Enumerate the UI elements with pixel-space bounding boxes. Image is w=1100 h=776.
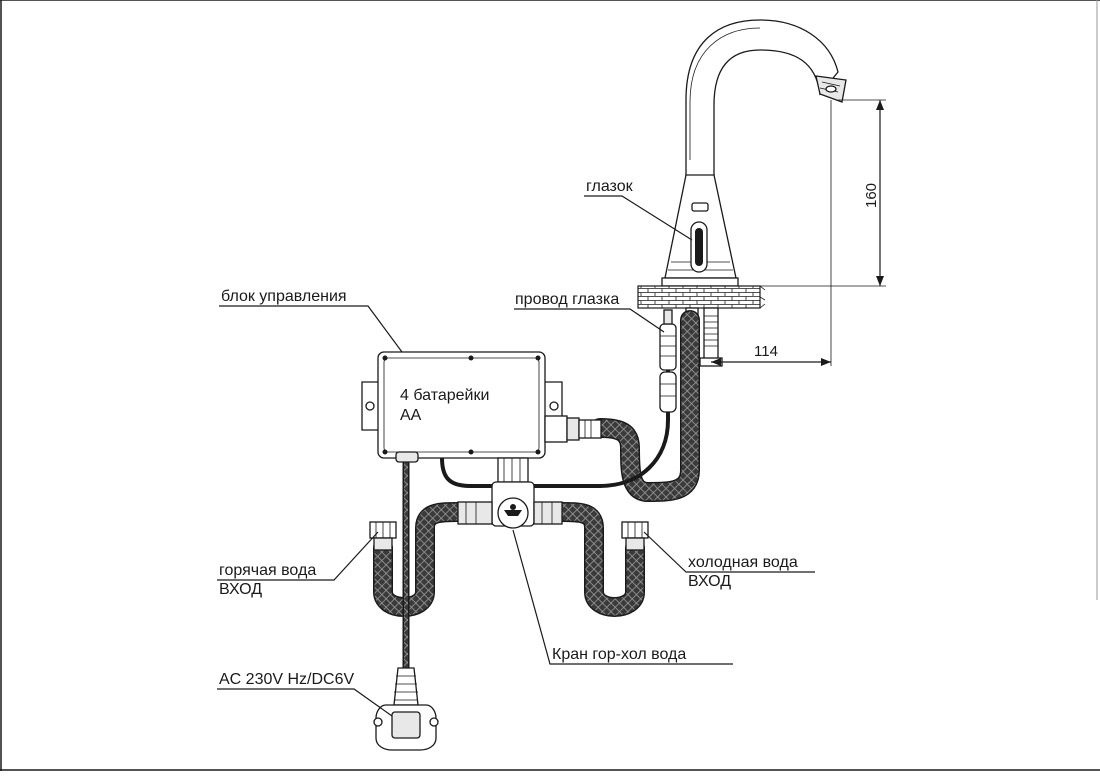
callout-sensor: глазок — [584, 178, 693, 241]
solenoid-coupler — [578, 419, 602, 439]
connector-ribs — [660, 335, 676, 357]
callout-hot-water: горячая вода ВХОД — [217, 531, 379, 598]
faucet-base — [661, 277, 739, 287]
power-cable — [373, 458, 439, 751]
mount-hole-left — [365, 401, 375, 411]
cold-water-leader — [643, 531, 815, 573]
strain-relief-ribs — [394, 675, 418, 701]
cold-nut-ribs — [627, 522, 643, 538]
batteries-label-line2: АА — [400, 407, 422, 424]
hot-inlet-label: ВХОД — [219, 581, 262, 598]
height-extension-lines — [740, 99, 886, 287]
countertop — [637, 285, 761, 309]
plug-strain-relief — [393, 667, 419, 706]
power-leader — [217, 688, 393, 717]
mixer-valve — [457, 457, 563, 529]
screw-icon — [468, 449, 474, 455]
batteries-label-line1: 4 батарейки — [400, 387, 489, 404]
plug-pin-left — [373, 717, 383, 727]
screw-icon — [382, 355, 388, 361]
mount-hole-right — [549, 401, 559, 411]
solenoid-nut — [566, 417, 580, 441]
callout-power: AC 230V Hz/DC6V — [217, 671, 393, 717]
sensor-wire-label: провод глазка — [515, 291, 619, 308]
rod-thread — [704, 315, 718, 347]
control-unit: 4 батарейки АА — [361, 351, 602, 463]
valve-knob-grip-icon — [504, 510, 522, 516]
faucet — [661, 19, 847, 287]
sensor-wire — [440, 309, 677, 488]
screw-icon — [535, 355, 541, 361]
plug-pin-right — [429, 717, 439, 727]
callout-mixer-valve: Кран гор-хол вода — [512, 529, 733, 665]
dimension-height: 160 — [740, 99, 886, 287]
screw-icon — [535, 449, 541, 455]
plug-face — [391, 711, 421, 739]
faucet-spout — [685, 19, 839, 179]
control-unit-leader — [219, 305, 403, 353]
coupler-ribs — [584, 420, 592, 438]
cold-water-hose — [553, 503, 644, 616]
sensor-label: глазок — [586, 178, 634, 195]
aerator-outlet — [825, 85, 837, 93]
cable-gland — [395, 451, 419, 463]
sensor-wire-end — [663, 309, 673, 325]
sensor-plug — [659, 371, 677, 413]
cold-inlet-fitting — [621, 521, 649, 551]
cold-water-label: холодная вода — [688, 554, 798, 571]
hot-inlet-collar — [373, 537, 393, 551]
mixer-valve-label: Кран гор-хол вода — [552, 646, 686, 663]
callout-sensor-wire: провод глазка — [514, 291, 665, 333]
valve-right-inlet — [533, 501, 563, 525]
solenoid-fitting — [544, 415, 568, 443]
hot-nut-ribs — [375, 522, 391, 538]
sensor-cable — [440, 336, 670, 488]
brand-logo-icon — [691, 202, 709, 212]
valve-left-inlet — [457, 501, 493, 525]
countertop-break — [759, 285, 766, 309]
control-box-lid — [383, 357, 540, 453]
right-inlet-ribs — [541, 502, 553, 524]
hot-water-hose — [374, 503, 467, 616]
mixer-valve-leader — [512, 529, 733, 665]
reach-value: 114 — [754, 343, 778, 360]
dimension-reach: 114 — [711, 100, 832, 366]
screw-icon — [382, 449, 388, 455]
cold-inlet-collar — [625, 537, 645, 551]
callout-control-unit: блок управления — [219, 288, 403, 353]
power-label: AC 230V Hz/DC6V — [219, 671, 354, 688]
top-fitting-ribs — [503, 458, 521, 482]
spout-highlight — [689, 27, 761, 160]
callout-cold-water: холодная вода ВХОД — [643, 531, 815, 590]
control-box — [377, 351, 546, 459]
hot-water-leader — [217, 531, 379, 581]
left-inlet-ribs — [465, 502, 477, 524]
sensor-wire-leader — [514, 308, 665, 333]
control-unit-label: блок управления — [221, 288, 347, 305]
sensor-leader — [584, 195, 693, 241]
height-value: 160 — [863, 183, 880, 208]
screw-icon — [468, 355, 474, 361]
hot-water-label: горячая вода — [219, 562, 316, 579]
valve-top-fitting — [497, 457, 529, 483]
sensor-eye-icon — [695, 228, 703, 266]
valve-knob-center — [510, 504, 516, 510]
cold-inlet-label: ВХОД — [688, 573, 731, 590]
plug-ribs — [660, 383, 676, 397]
